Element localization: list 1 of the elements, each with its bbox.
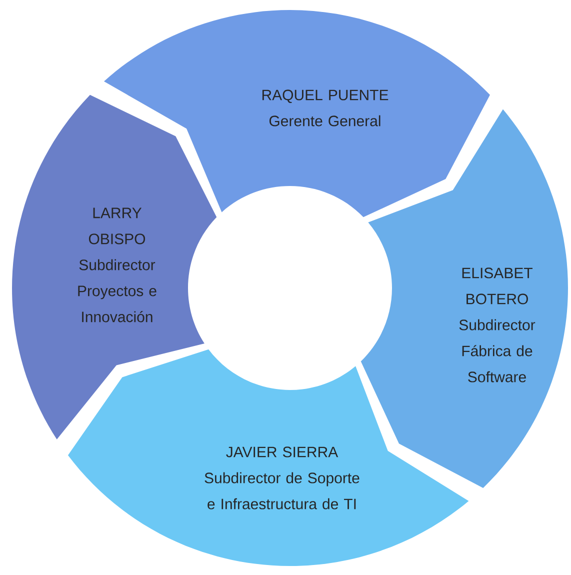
cycle-segment: LARRY OBISPO Subdirector Proyectos e Innovación: [12, 94, 217, 440]
